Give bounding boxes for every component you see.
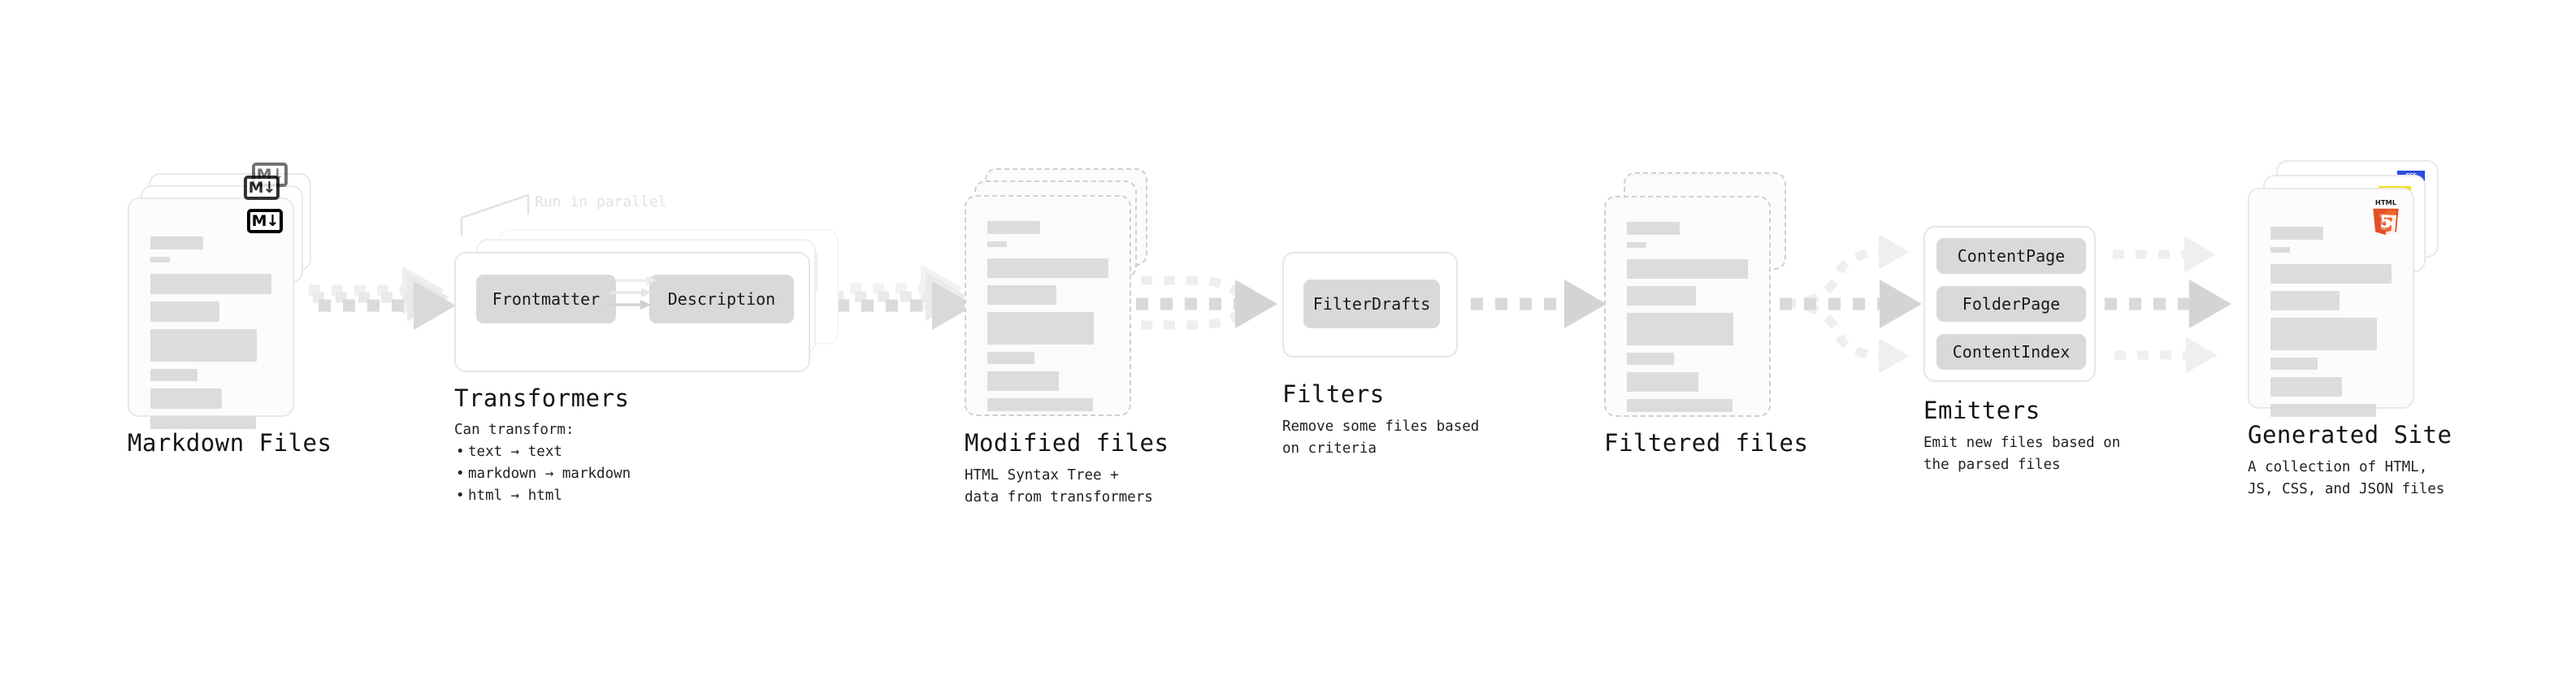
filtered-card-front	[1604, 196, 1771, 417]
filter-node-filterdrafts[interactable]: FilterDrafts	[1303, 280, 1440, 328]
arrow-filtered-to-emitters	[1780, 234, 1922, 374]
markdown-icon: M↓	[247, 209, 283, 233]
doc-line	[2270, 404, 2376, 417]
doc-line	[150, 236, 203, 249]
arrow-modified-to-filters	[1136, 275, 1277, 330]
emitter-node-folderpage[interactable]: FolderPage	[1936, 286, 2086, 322]
arrow-filters-to-filtered	[1471, 280, 1607, 328]
doc-line	[150, 416, 256, 429]
stage-caption-generated-site: A collection of HTML, JS, CSS, and JSON …	[2248, 459, 2445, 498]
stage-title-filters: Filters	[1282, 380, 1385, 408]
transformers-capability-item: html → html	[456, 485, 631, 507]
html5-icon: HTML 5	[2373, 198, 2399, 236]
doc-line	[987, 258, 1108, 278]
stage-title-emitters: Emitters	[1923, 397, 2040, 424]
doc-line	[1627, 372, 1698, 392]
emitter-node-contentindex[interactable]: ContentIndex	[1936, 334, 2086, 370]
doc-line	[1627, 259, 1748, 279]
doc-line	[1627, 353, 1675, 365]
doc-line	[2270, 318, 2378, 350]
transformer-group-front[interactable]: Frontmatter Description	[454, 252, 810, 372]
doc-line	[987, 285, 1056, 305]
run-in-parallel-label: Run in parallel	[535, 193, 667, 210]
stage-title-markdown-files: Markdown Files	[128, 429, 332, 457]
doc-line	[1627, 242, 1646, 248]
doc-line	[150, 257, 170, 262]
doc-line	[1627, 222, 1680, 235]
transformer-node-frontmatter[interactable]: Frontmatter	[476, 275, 616, 323]
doc-line	[987, 371, 1059, 391]
doc-line	[1627, 399, 1733, 412]
doc-line	[2270, 227, 2323, 240]
arrow-markdown-to-transformers	[309, 266, 456, 330]
doc-line	[1627, 286, 1696, 306]
stage-title-modified-files: Modified files	[965, 429, 1169, 457]
stage-filters-box[interactable]: FilterDrafts	[1282, 252, 1458, 358]
emitter-node-contentpage[interactable]: ContentPage	[1936, 238, 2086, 274]
stage-title-transformers: Transformers	[454, 384, 630, 412]
doc-line	[150, 301, 219, 322]
doc-line	[150, 388, 222, 409]
svg-text:5: 5	[2380, 212, 2392, 232]
doc-line	[987, 241, 1007, 247]
doc-line	[150, 329, 258, 362]
doc-line	[987, 221, 1040, 234]
doc-line	[150, 274, 271, 294]
transformers-capability-list: text → text markdown → markdown html → h…	[454, 441, 631, 508]
arrow-emitters-to-site	[2105, 236, 2231, 374]
doc-line	[1627, 313, 1734, 345]
transformers-capability-item: text → text	[456, 441, 631, 463]
markdown-card-front: M↓	[128, 197, 294, 429]
doc-line	[2270, 377, 2342, 397]
stage-caption-emitters: Emit new files based on the parsed files	[1923, 435, 2121, 474]
markdown-icon-back-1: M↓	[244, 176, 280, 200]
transformer-node-description[interactable]: Description	[649, 275, 794, 323]
doc-line	[987, 352, 1035, 364]
doc-line	[2270, 358, 2318, 370]
stage-emitters-box[interactable]: ContentPage FolderPage ContentIndex	[1923, 226, 2096, 382]
doc-line	[2270, 264, 2392, 284]
svg-text:HTML: HTML	[2375, 198, 2397, 206]
stage-title-filtered-files: Filtered files	[1604, 429, 1809, 457]
stage-caption-filters: Remove some files based on criteria	[1282, 419, 1480, 458]
doc-line	[987, 398, 1093, 411]
doc-line	[150, 369, 198, 381]
stage-caption-transformers: Can transform: text → text markdown → ma…	[454, 419, 631, 508]
site-card-front: HTML 5	[2248, 188, 2414, 417]
stage-title-generated-site: Generated Site	[2248, 421, 2452, 449]
doc-line	[987, 312, 1095, 345]
modified-card-front	[965, 195, 1131, 416]
transformers-caption-heading: Can transform:	[454, 422, 575, 438]
doc-line	[2270, 291, 2340, 310]
transformers-capability-item: markdown → markdown	[456, 463, 631, 485]
doc-line	[2270, 247, 2290, 253]
arrow-transformers-to-modified	[827, 264, 974, 330]
stage-caption-modified-files: HTML Syntax Tree + data from transformer…	[965, 467, 1153, 506]
